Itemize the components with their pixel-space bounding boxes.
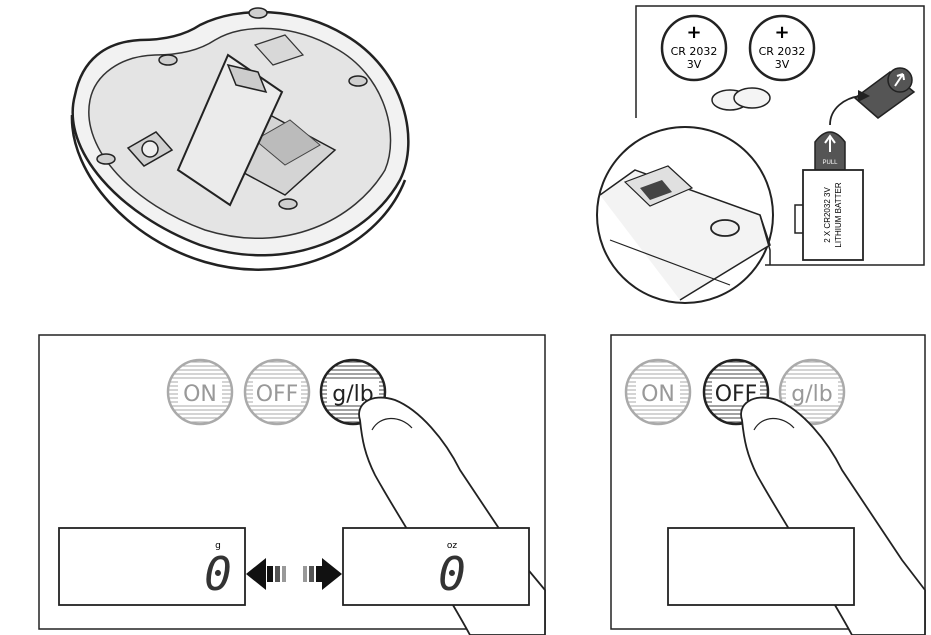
scale-underside-illustration (70, 7, 410, 271)
off-panel-unit-button[interactable]: g/lb (778, 358, 846, 426)
display-grams-value: 0 (204, 547, 232, 601)
display-ounces-value: 0 (438, 547, 466, 601)
battery-panel: + CR 2032 3V + CR 2032 3V PULL (596, 5, 925, 304)
display-grams: g 0 (58, 527, 246, 606)
off-finger-icon (740, 396, 926, 635)
pull-tab-label: PULL (822, 160, 838, 166)
battery-holder: 2 X CR2032 3V LITHIUM BATTER (794, 169, 864, 261)
off-panel-unit-label: g/lb (791, 382, 832, 407)
on-button[interactable]: ON (166, 358, 234, 426)
pull-tab-removed (853, 67, 916, 119)
coin-battery-1: + CR 2032 3V (660, 14, 728, 82)
coin-2-model: CR 2032 (759, 45, 806, 58)
battery-label-line-1: 2 X CR2032 3V (823, 187, 832, 243)
blank-display (667, 527, 855, 606)
coin-1-voltage: 3V (687, 58, 702, 71)
coin-1-sign: + (686, 22, 701, 43)
off-panel-on-label: ON (641, 382, 675, 407)
magnified-detail (596, 126, 774, 304)
power-off-panel: ON OFF g/lb (610, 334, 926, 635)
pull-arrow-icon (829, 95, 861, 126)
coin-1-model: CR 2032 (671, 45, 718, 58)
battery-label-line-2: LITHIUM BATTER (834, 182, 843, 247)
coin-2-sign: + (774, 22, 789, 43)
display-ounces-unit: oz (447, 541, 458, 551)
display-ounces: oz 0 (342, 527, 530, 606)
off-button[interactable]: OFF (243, 358, 311, 426)
off-button-label: OFF (256, 382, 299, 407)
off-panel-on-button[interactable]: ON (624, 358, 692, 426)
coin-2-voltage: 3V (775, 58, 790, 71)
switch-arrows-icon (246, 558, 342, 590)
unit-switch-panel: ON OFF g/lb g 0 (38, 334, 546, 635)
coin-battery-2: + CR 2032 3V (748, 14, 816, 82)
coin-stack-icon (711, 87, 771, 111)
battery-panel-frame (635, 5, 925, 266)
on-button-label: ON (183, 382, 217, 407)
display-grams-unit: g (215, 541, 221, 551)
pull-tab: PULL (814, 131, 846, 171)
